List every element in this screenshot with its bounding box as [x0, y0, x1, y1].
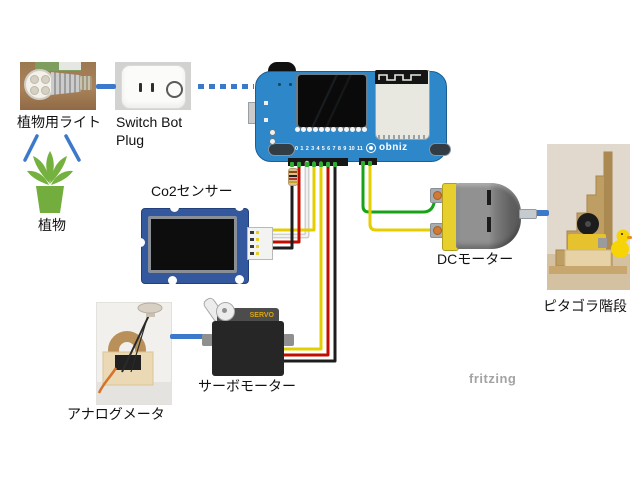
connection-light-plug: [96, 84, 116, 89]
wifi-module: [375, 70, 430, 140]
motor-shaft: [519, 209, 537, 219]
led-lens: [41, 75, 50, 84]
wire-green-motor: [361, 161, 439, 214]
header-tip: [333, 162, 337, 167]
stairs-artwork: [549, 151, 632, 274]
label-analog-meter: アナログメータ: [67, 406, 165, 422]
header-tip: [297, 162, 301, 167]
wire-yellow-motor: [368, 161, 438, 232]
plant-icon: [27, 151, 73, 213]
pad: [264, 101, 268, 105]
yellow-gearbox: [568, 234, 606, 252]
wire-yellow-co2: [267, 161, 316, 232]
connection-plug-board-dotted: [198, 84, 254, 89]
board-pad-right: [429, 143, 451, 156]
plug-power-button: [166, 81, 183, 98]
motor-seam: [487, 190, 491, 242]
wire-red-co2: [267, 161, 301, 244]
servo-mount-tab: [202, 334, 213, 346]
barcode-label: [59, 62, 81, 70]
pad: [289, 83, 292, 86]
pad: [278, 83, 281, 86]
bulb-heatsink: [51, 72, 81, 95]
connection-meter-servo: [170, 334, 204, 339]
servo-mount-tab: [283, 334, 294, 346]
co2-sensor-module: [141, 208, 249, 284]
pad: [264, 118, 268, 122]
bulb-screw-base: [80, 76, 92, 90]
wifi-antenna-band: [375, 70, 428, 84]
wire-yellow-servo: [282, 161, 323, 351]
wire-red-servo: [280, 161, 330, 357]
co2-sensor-screen: [148, 216, 237, 273]
header-tip: [319, 162, 323, 167]
header-tip: [290, 162, 294, 167]
wire-black-co2: [267, 184, 294, 250]
board-notch: [168, 276, 177, 285]
plug-body: [121, 65, 186, 109]
rubber-duck: [611, 240, 629, 258]
base-board: [549, 266, 627, 274]
led-lens: [41, 86, 50, 95]
obniz-logo: obniz: [366, 142, 408, 153]
pin-header: [288, 158, 348, 166]
obniz-logo-icon: [366, 142, 376, 153]
connection-motor-stairs: [531, 210, 549, 216]
obniz-logo-text: obniz: [379, 142, 408, 153]
label-pitagora-stairs: ピタゴラ階段: [543, 298, 627, 314]
label-servo-motor: サーボモーター: [198, 378, 296, 394]
led-lens: [30, 86, 39, 95]
analog-meter-artwork: [97, 302, 163, 394]
plant-light-photo: [20, 62, 96, 110]
module-pads: [378, 135, 426, 139]
servo-horn: [216, 302, 235, 321]
io-hole-row: [295, 126, 367, 133]
header-tip: [361, 161, 365, 166]
meter-floor: [97, 382, 171, 404]
label-dc-motor: DCモーター: [437, 251, 514, 267]
label-plant: 植物: [38, 217, 66, 233]
pcb-strip: [35, 62, 81, 71]
header-tip: [326, 162, 330, 167]
grove-connector: [247, 227, 273, 260]
wire-white: [267, 161, 309, 238]
header-tip: [312, 162, 316, 167]
board-notch: [235, 202, 244, 211]
switchbot-plug-photo: [115, 62, 191, 110]
light-rays: [23, 134, 81, 162]
meter-disc: [137, 302, 163, 314]
fritzing-watermark: fritzing: [469, 371, 517, 386]
wire-black-servo: [278, 161, 337, 363]
wires: [266, 160, 439, 363]
label-switchbot-1: Switch Bot: [116, 114, 183, 130]
servo-body: [212, 321, 284, 376]
outlet-slot: [151, 83, 154, 92]
pad: [269, 129, 276, 136]
header-tip: [305, 162, 309, 167]
antenna-trace: [378, 74, 421, 81]
label-plant-light: 植物用ライト: [17, 114, 101, 130]
pad: [269, 138, 276, 145]
board-pad-left: [268, 143, 295, 156]
servo-cable: [97, 367, 118, 394]
outlet-slot: [139, 83, 142, 92]
led-lens: [30, 75, 39, 84]
header-tip: [368, 161, 372, 166]
label-switchbot-2: Plug: [116, 132, 145, 148]
resistor: [288, 168, 298, 186]
board-notch: [136, 238, 145, 247]
board-notch: [170, 203, 179, 212]
led-bulb-face: [24, 69, 55, 100]
label-co2-sensor: Co2センサー: [151, 183, 233, 199]
board-notch: [235, 275, 244, 284]
